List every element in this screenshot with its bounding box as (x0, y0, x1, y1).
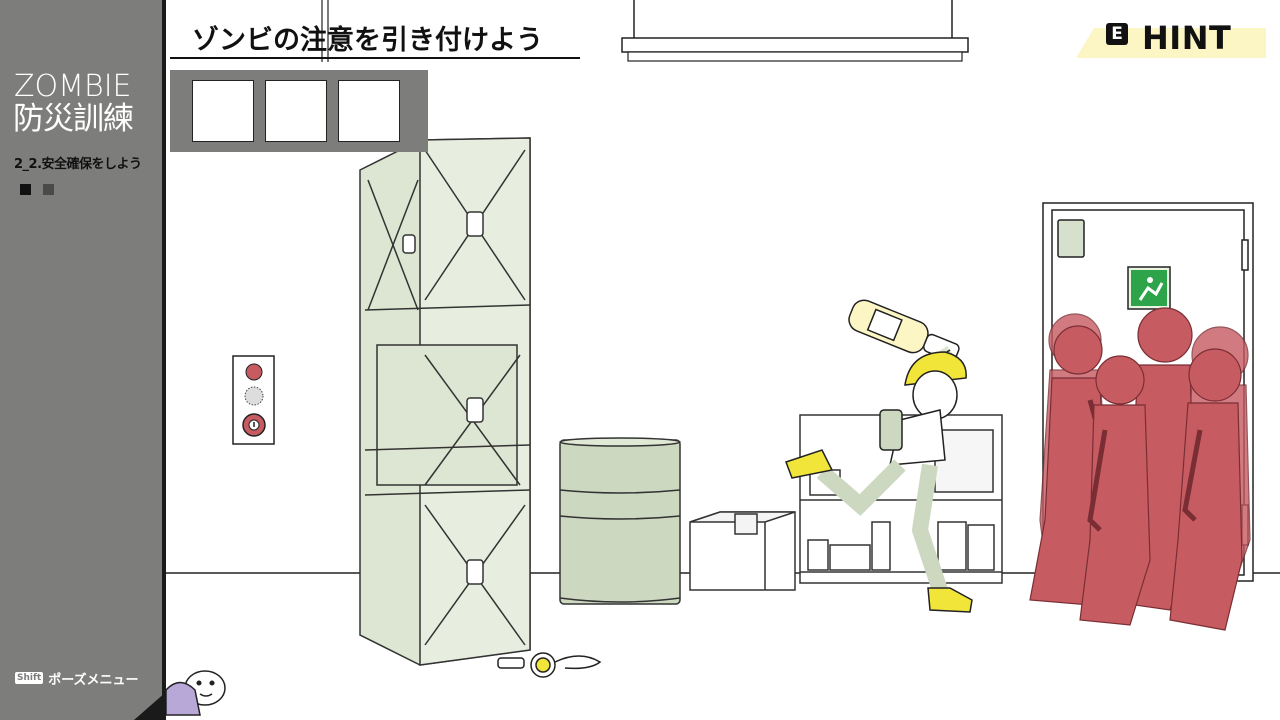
objective-text: ゾンビの注意を引き付けよう (192, 25, 543, 56)
zombie (1079, 355, 1151, 626)
hint-key-icon: E (1106, 23, 1128, 45)
zombie (1169, 348, 1243, 631)
inventory-slot[interactable] (192, 80, 254, 142)
sidebar: ZOMBIE 防災訓練 2_2.安全確保をしよう Shift ポーズメニュー (0, 0, 166, 720)
zombie-group (1029, 307, 1251, 631)
progress-pip-active (20, 184, 31, 195)
pause-menu-button[interactable]: Shift ポーズメニュー (15, 669, 139, 688)
player-character (785, 299, 973, 613)
corner-decoration (134, 692, 166, 720)
pause-menu-label: ポーズメニュー (48, 672, 139, 688)
exit-sign-icon (1127, 266, 1171, 310)
ceiling-light (621, 0, 969, 62)
tall-shelf[interactable] (359, 137, 531, 666)
progress-pip (43, 184, 54, 195)
storage-rack[interactable] (799, 414, 1003, 584)
alarm-panel[interactable] (232, 355, 275, 445)
helper-character (165, 670, 226, 716)
inventory-slot[interactable] (265, 80, 327, 142)
flashlight-icon[interactable] (497, 652, 602, 678)
oil-drum[interactable] (559, 437, 681, 605)
game-logo-en: ZOMBIE (14, 69, 132, 104)
stage-label: 2_2.安全確保をしよう (14, 157, 142, 172)
game-logo-ja: 防災訓練 (13, 101, 134, 137)
inventory-slot[interactable] (338, 80, 400, 142)
hint-label: HINT (1142, 19, 1232, 57)
shift-key-icon: Shift (15, 672, 44, 684)
hint-button[interactable]: E HINT (1076, 19, 1266, 58)
inventory-panel (170, 70, 428, 152)
cardboard-box[interactable] (689, 511, 796, 591)
objective-underline (170, 57, 580, 59)
